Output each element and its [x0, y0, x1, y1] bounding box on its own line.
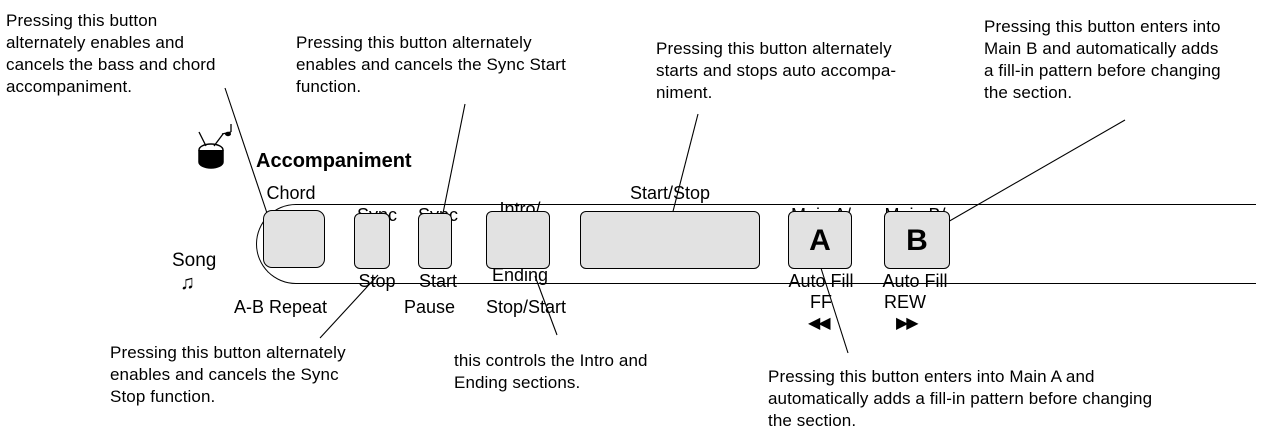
rewind-icon: ◀◀ — [808, 315, 831, 332]
annotation-line: niment. — [656, 83, 713, 102]
intro-ending-button[interactable] — [486, 211, 550, 269]
annotation-intro-ending: this controls the Intro and Ending secti… — [454, 350, 648, 394]
annotation-sync-stop: Pressing this button alternately enables… — [110, 342, 346, 408]
annotation-line: Stop function. — [110, 387, 216, 406]
label-line: Auto Fill — [882, 271, 948, 291]
annotation-line: alternately enables and — [6, 33, 185, 52]
chord-button[interactable] — [263, 210, 325, 268]
fast-forward-icon: ▶▶ — [896, 315, 919, 332]
annotation-line: this controls the Intro and — [454, 351, 648, 370]
annotation-line: cancels the bass and chord — [6, 55, 216, 74]
annotation-line: function. — [296, 77, 362, 96]
annotation-main-b: Pressing this button enters into Main B … — [984, 16, 1221, 104]
ff-label: FF — [810, 292, 832, 312]
main-b-button[interactable]: B — [884, 211, 950, 269]
annotation-line: enables and cancels the Sync Start — [296, 55, 566, 74]
song-label: Song — [172, 250, 217, 271]
start-stop-label: Start/Stop — [629, 183, 711, 203]
annotation-main-a: Pressing this button enters into Main A … — [768, 366, 1152, 432]
sync-start-button[interactable] — [418, 213, 452, 269]
drum-icon — [198, 124, 232, 169]
panel-title: Accompaniment — [256, 150, 412, 172]
annotation-line: automatically adds a fill-in pattern bef… — [768, 389, 1153, 408]
label-line: Stop — [358, 271, 396, 291]
pause-label: Pause — [404, 297, 456, 317]
label-line: Auto Fill — [788, 271, 854, 291]
label-line: Start — [418, 271, 457, 291]
annotation-line: Pressing this button alternately — [110, 343, 346, 362]
annotation-start-stop: Pressing this button alternately starts … — [656, 38, 896, 104]
stop-start-label: Stop/Start — [486, 297, 567, 317]
main-a-button[interactable]: A — [788, 211, 852, 269]
annotation-line: a fill-in pattern before changing — [984, 61, 1221, 80]
annotation-line: Pressing this button — [6, 11, 158, 30]
annotation-line: Ending sections. — [454, 373, 581, 392]
annotation-line: enables and cancels the Sync — [110, 365, 339, 384]
annotation-line: Pressing this button alternately — [656, 39, 892, 58]
music-note-icon: ♫ — [180, 272, 195, 294]
annotation-sync-start: Pressing this button alternately enables… — [296, 32, 566, 98]
start-stop-button[interactable] — [580, 211, 760, 269]
annotation-line: Pressing this button alternately — [296, 33, 532, 52]
annotation-line: starts and stops auto accompa- — [656, 61, 897, 80]
annotation-bass-chord: Pressing this button alternately enables… — [6, 10, 216, 98]
annotation-line: Pressing this button enters into — [984, 17, 1221, 36]
annotation-line: Pressing this button enters into Main A … — [768, 367, 1095, 386]
annotation-line: the section. — [768, 411, 857, 430]
main-a-letter: A — [809, 224, 831, 257]
annotation-line: Main B and automatically adds — [984, 39, 1219, 58]
sync-stop-button[interactable] — [354, 213, 390, 269]
chord-label: Chord — [266, 183, 316, 203]
button-panel-outline — [256, 204, 1256, 284]
rew-label: REW — [884, 292, 926, 312]
annotation-line: the section. — [984, 83, 1073, 102]
label-line: Ending — [491, 265, 549, 285]
main-b-letter: B — [906, 224, 928, 257]
ab-repeat-label: A-B Repeat — [234, 297, 328, 317]
annotation-line: accompaniment. — [6, 77, 133, 96]
